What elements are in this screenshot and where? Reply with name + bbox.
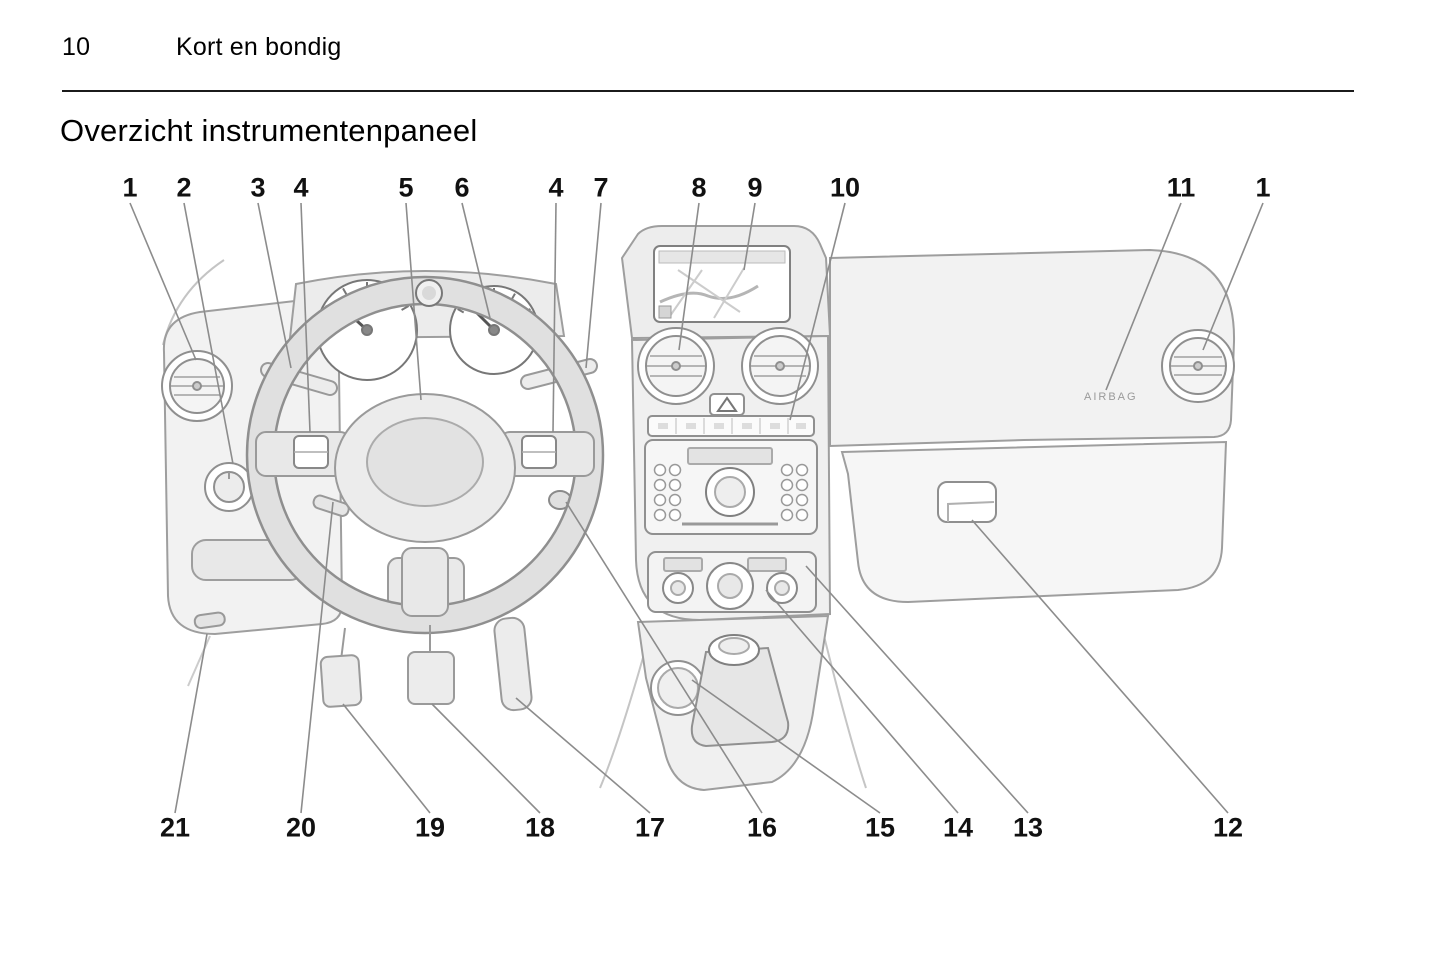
leader-line-8 (678, 202, 700, 351)
leader-line-9 (743, 202, 756, 271)
callout-5: 5 (398, 172, 414, 203)
hazard-button (709, 393, 745, 416)
headlight-switch (204, 462, 254, 512)
callout-15: 15 (864, 812, 896, 843)
leader-line-11 (1105, 202, 1182, 391)
right-air-vent (1161, 329, 1235, 403)
callout-1: 1 (1255, 172, 1271, 203)
brake-pedal (407, 625, 455, 705)
gear-shifter (690, 634, 790, 748)
column-adjust-lever (312, 494, 350, 517)
callout-6: 6 (454, 172, 470, 203)
leader-line-14 (765, 589, 959, 814)
callout-7: 7 (593, 172, 609, 203)
leader-line-19 (342, 703, 431, 814)
callout-4: 4 (548, 172, 564, 203)
callout-1: 1 (122, 172, 138, 203)
callout-4: 4 (293, 172, 309, 203)
left-air-vent (161, 350, 233, 422)
steering-wheel-buttons-left (293, 435, 329, 469)
hood-release-lever (193, 611, 226, 630)
infotainment-button-strip (647, 415, 815, 437)
leader-line-17 (515, 697, 651, 814)
callout-18: 18 (524, 812, 556, 843)
callout-3: 3 (250, 172, 266, 203)
callout-2: 2 (176, 172, 192, 203)
callout-12: 12 (1212, 812, 1244, 843)
callout-10: 10 (829, 172, 861, 203)
nav-display (653, 245, 791, 323)
callout-17: 17 (634, 812, 666, 843)
callout-11: 11 (1166, 172, 1196, 203)
leader-line-5 (405, 202, 422, 401)
leader-line-16 (565, 501, 763, 814)
clutch-pedal (319, 627, 363, 708)
leader-line-21 (174, 633, 208, 814)
leader-line-12 (971, 519, 1229, 814)
leader-line-13 (805, 565, 1029, 814)
callout-16: 16 (746, 812, 778, 843)
page-number: 10 (62, 33, 91, 61)
leader-line-1 (1202, 202, 1264, 351)
header-rule (62, 90, 1354, 92)
climate-controls (647, 551, 817, 613)
callout-8: 8 (691, 172, 707, 203)
leader-line-10 (789, 202, 846, 421)
radio-unit (644, 439, 818, 535)
section-title: Overzicht instrumentenpaneel (60, 113, 478, 148)
chapter-title: Kort en bondig (176, 33, 342, 61)
callout-20: 20 (285, 812, 317, 843)
leader-line-7 (585, 202, 602, 369)
pedals (319, 616, 533, 712)
leader-line-2 (183, 202, 234, 465)
leader-line-1 (129, 202, 197, 361)
accelerator-pedal (493, 616, 533, 712)
callout-13: 13 (1012, 812, 1044, 843)
leader-line-4 (300, 202, 311, 433)
leader-line-4 (552, 202, 557, 433)
leader-lines (129, 202, 1264, 814)
callout-21: 21 (159, 812, 191, 843)
callout-19: 19 (414, 812, 446, 843)
steering-wheel-buttons-right (521, 435, 557, 469)
callout-14: 14 (942, 812, 974, 843)
cluster-emblem (415, 279, 443, 307)
leader-line-15 (691, 679, 881, 814)
glovebox-handle (937, 481, 997, 523)
airbag-label: AIRBAG (1084, 391, 1138, 403)
callout-9: 9 (747, 172, 763, 203)
leader-line-18 (431, 703, 541, 814)
leader-line-20 (300, 501, 334, 814)
leader-line-3 (257, 202, 292, 369)
leader-line-6 (461, 202, 491, 319)
